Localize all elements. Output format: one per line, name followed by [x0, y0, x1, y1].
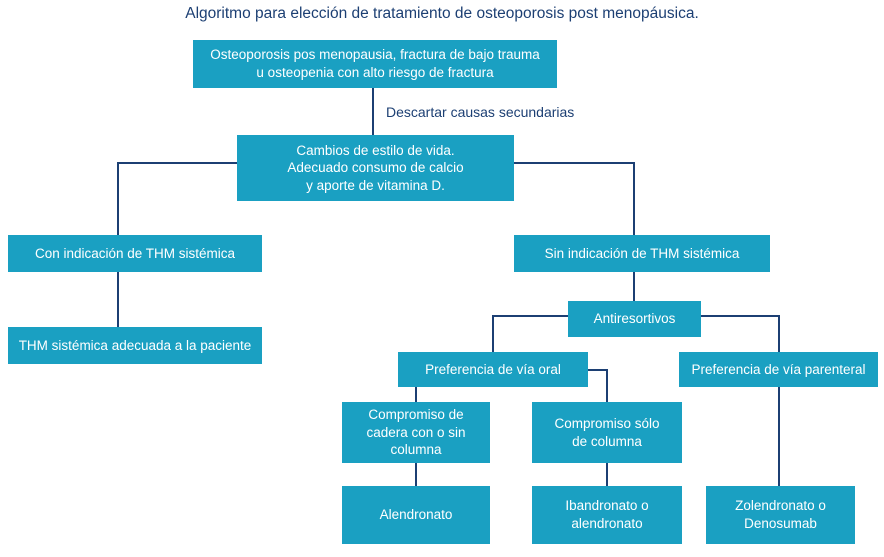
node-with-thm: Con indicación de THM sistémica — [8, 235, 262, 272]
diagram-title: Algoritmo para elección de tratamiento d… — [185, 5, 699, 22]
node-oral: Preferencia de vía oral — [398, 352, 588, 387]
node-thm-adequate: THM sistémica adecuada a la paciente — [8, 327, 262, 364]
node-spine: Compromiso sólo de columna — [532, 402, 682, 463]
node-without-thm: Sin indicación de THM sistémica — [514, 235, 770, 272]
node-hip: Compromiso de cadera con o sin columna — [342, 402, 490, 463]
edge-label: Descartar causas secundarias — [386, 104, 575, 120]
node-alendronate: Alendronato — [342, 486, 490, 544]
node-ibandronate: Ibandronato o alendronato — [532, 486, 682, 544]
node-zoledronate: Zolendronato o Denosumab — [706, 486, 855, 544]
node-antiresorptive: Antiresortivos — [568, 301, 701, 337]
node-parenteral: Preferencia de vía parenteral — [679, 352, 878, 387]
node-lifestyle: Cambios de estilo de vida. Adecuado cons… — [237, 135, 514, 201]
node-root: Osteoporosis pos menopausia, fractura de… — [193, 40, 557, 88]
